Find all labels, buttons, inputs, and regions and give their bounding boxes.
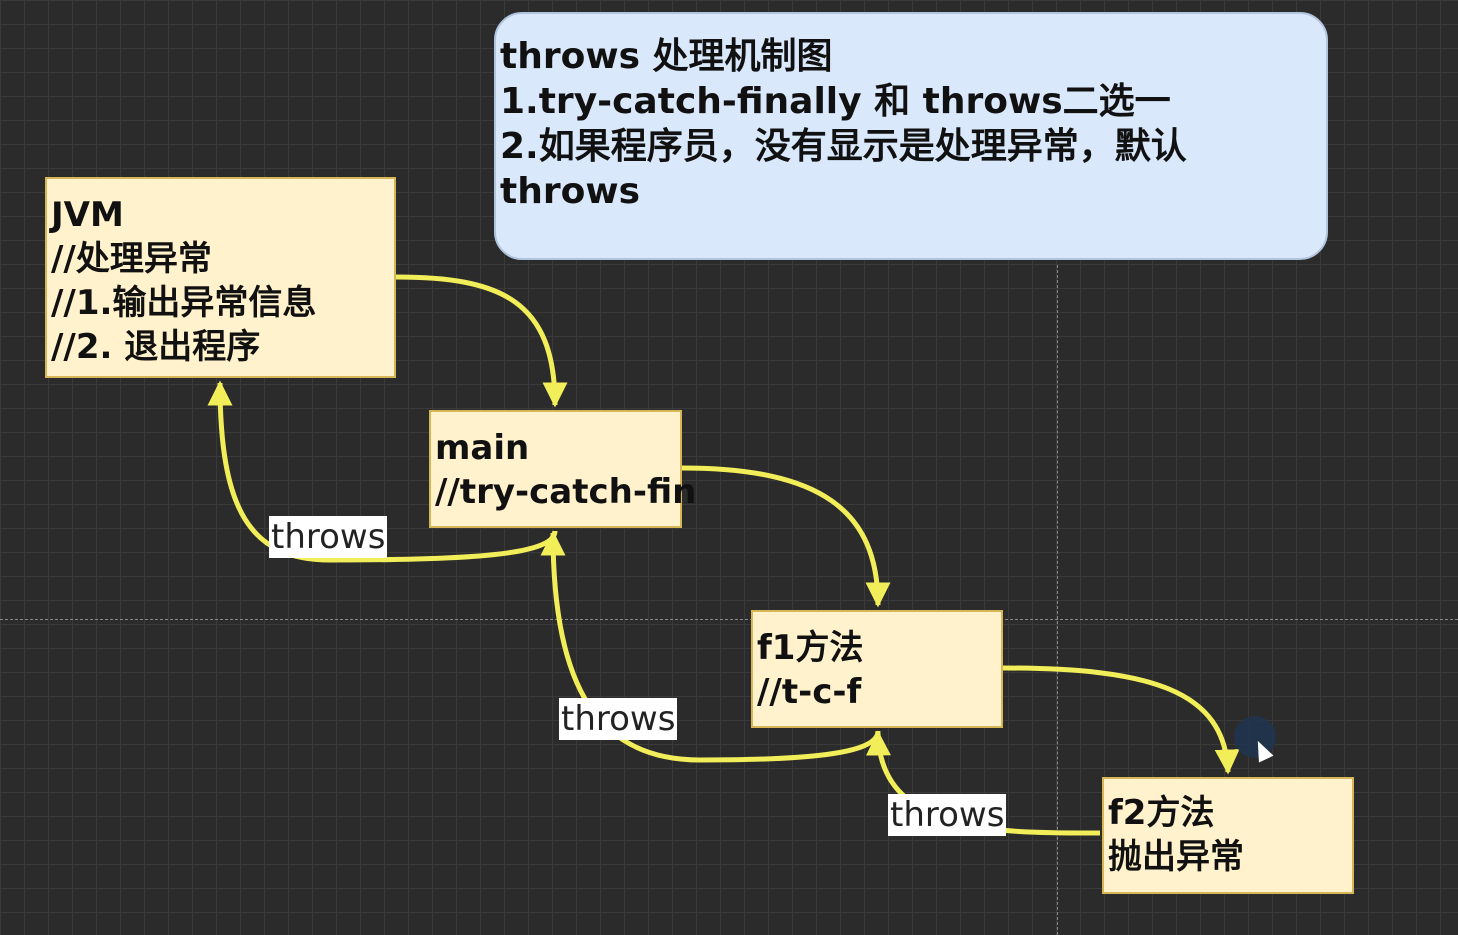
node-f1-title: f1方法: [757, 628, 864, 668]
node-f2[interactable]: f2方法 抛出异常: [1102, 777, 1354, 894]
note-line-3: throws: [500, 171, 641, 212]
node-main-line-1: //try-catch-fin: [435, 472, 697, 512]
node-main-title: main: [435, 428, 530, 468]
horizontal-guide-line: [0, 619, 1458, 620]
edge-label-main-to-jvm[interactable]: throws: [269, 516, 388, 558]
edge-main-to-jvm[interactable]: [207, 380, 558, 563]
edge-jvm-to-main[interactable]: [395, 274, 568, 408]
vertical-guide-line: [1057, 265, 1058, 935]
node-jvm-line-3: //2. 退出程序: [51, 327, 261, 367]
edge-f1-to-main[interactable]: [540, 530, 881, 763]
node-jvm[interactable]: JVM //处理异常 //1.输出异常信息 //2. 退出程序: [45, 177, 396, 378]
node-f1[interactable]: f1方法 //t-c-f: [751, 610, 1003, 728]
node-jvm-line-2: //1.输出异常信息: [51, 283, 317, 323]
cursor-highlight-icon: [1234, 716, 1276, 758]
node-main[interactable]: main //try-catch-fin: [429, 410, 697, 528]
node-jvm-title: JVM: [51, 195, 124, 235]
node-jvm-line-1: //处理异常: [51, 239, 212, 279]
edge-f1-to-f2[interactable]: [1002, 665, 1240, 775]
note-title: throws 处理机制图: [500, 36, 833, 77]
node-f2-title: f2方法: [1108, 793, 1215, 833]
node-f1-line-1: //t-c-f: [757, 672, 862, 712]
note-line-1: 1.try-catch-finally 和 throws二选一: [500, 81, 1171, 122]
node-f2-line-1: 抛出异常: [1108, 837, 1244, 877]
edge-main-to-f1[interactable]: [681, 465, 891, 608]
note-box[interactable]: throws 处理机制图 1.try-catch-finally 和 throw…: [494, 12, 1328, 260]
edge-label-f1-to-main[interactable]: throws: [559, 698, 678, 740]
edge-label-f2-to-f1[interactable]: throws: [888, 794, 1007, 836]
note-line-2: 2.如果程序员，没有显示是处理异常，默认: [500, 126, 1187, 167]
